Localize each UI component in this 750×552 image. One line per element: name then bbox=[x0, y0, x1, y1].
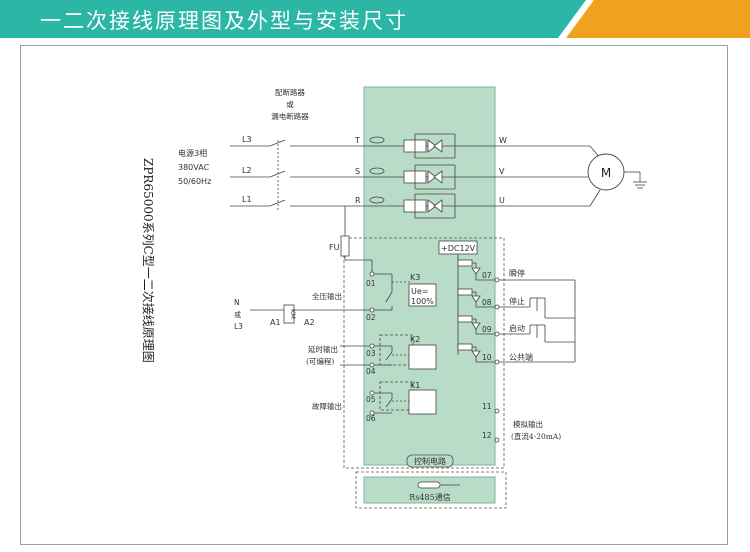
terminal-08-label: 08 bbox=[482, 298, 492, 307]
neutral-l3-label: L3 bbox=[234, 322, 243, 331]
terminal-s-label: S bbox=[355, 167, 360, 176]
external-output-wiring bbox=[250, 309, 370, 366]
full-voltage-output-label: 全压输出 bbox=[312, 291, 342, 301]
control-circuit-box bbox=[343, 237, 505, 469]
leakage-breaker-label: 漏电断路器 bbox=[271, 111, 309, 121]
terminal-07-label: 07 bbox=[482, 271, 492, 280]
fault-output-label: 故障输出 bbox=[312, 401, 342, 411]
terminal-02-label: 02 bbox=[366, 313, 376, 322]
terminal-r-label: R bbox=[355, 196, 361, 205]
control-circuit-label: 控制电路 bbox=[414, 456, 446, 466]
terminal-09-label: 09 bbox=[482, 325, 492, 334]
relay-k1-label: K1 bbox=[410, 381, 420, 390]
start-label: 启动 bbox=[509, 323, 525, 333]
page-title: 一二次接线原理图及外型与安装尺寸 bbox=[40, 9, 408, 33]
delay-output-label: 延时输出 bbox=[308, 344, 338, 354]
coil-a1-label: A1 bbox=[270, 318, 281, 327]
input-diodes bbox=[471, 267, 481, 358]
motor-wiring bbox=[495, 145, 647, 207]
terminal-06-label: 06 bbox=[366, 414, 376, 423]
dc12v-label: +DC12V bbox=[441, 244, 476, 253]
title-banner: 一二次接线原理图及外型与安装尺寸 bbox=[0, 0, 750, 38]
terminal-04-label: 04 bbox=[366, 367, 376, 376]
rated-voltage-label: Ue= bbox=[411, 287, 428, 296]
common-terminal-label: 公共端 bbox=[509, 352, 533, 362]
terminal-11-label: 11 bbox=[482, 402, 492, 411]
analog-output-range-label: (直流4-20mA) bbox=[511, 431, 561, 441]
delay-output-programmable-label: (可编程) bbox=[306, 356, 334, 366]
relay-k1-box bbox=[408, 389, 437, 415]
fuse-label: FU bbox=[329, 243, 340, 252]
supply-phase-label: 电源3相 bbox=[178, 148, 207, 158]
neutral-or-label: 或 bbox=[234, 310, 241, 319]
neutral-label: N bbox=[234, 298, 240, 307]
communication-panel bbox=[363, 476, 496, 504]
line-l2-label: L2 bbox=[242, 166, 252, 175]
external-switch-wiring bbox=[499, 279, 576, 363]
rs485-connector bbox=[417, 481, 441, 489]
line-l1-label: L1 bbox=[242, 195, 252, 204]
banner-background bbox=[0, 0, 750, 38]
contactor-coil bbox=[283, 304, 295, 324]
rated-voltage-value: 100% bbox=[411, 297, 434, 306]
terminal-12-label: 12 bbox=[482, 431, 492, 440]
input-circuit bbox=[457, 254, 495, 363]
terminal-w-label: W bbox=[499, 136, 507, 145]
relay-k3-label: K3 bbox=[410, 273, 420, 282]
supply-frequency-label: 50/60Hz bbox=[178, 177, 211, 186]
terminal-v-label: V bbox=[499, 167, 505, 176]
breaker-label-or: 或 bbox=[286, 99, 294, 109]
control-circuit-tag bbox=[406, 454, 454, 468]
stop-label: 停止 bbox=[509, 296, 525, 306]
relay-k3-box bbox=[408, 283, 437, 307]
diagram-frame bbox=[20, 45, 728, 545]
terminal-u-label: U bbox=[499, 196, 505, 205]
phase-lines bbox=[230, 139, 364, 212]
fuse-wiring bbox=[340, 206, 373, 272]
input-terminals bbox=[494, 277, 500, 443]
breaker-label: 配断路器 bbox=[275, 87, 305, 97]
relay-k2-box bbox=[408, 344, 437, 370]
terminal-01-label: 01 bbox=[366, 279, 376, 288]
supply-voltage-label: 380VAC bbox=[178, 163, 210, 172]
vertical-title: ZPR65000系列C型一二次接线原理图 bbox=[141, 158, 156, 363]
terminal-10-label: 10 bbox=[482, 353, 492, 362]
instant-stop-label: 瞬停 bbox=[509, 268, 525, 278]
thyristor-symbols bbox=[427, 139, 443, 213]
terminal-t-label: T bbox=[354, 136, 360, 145]
relay-k2-label: K2 bbox=[410, 335, 420, 344]
contactor-coil-label: KM bbox=[289, 309, 297, 319]
terminal-03-label: 03 bbox=[366, 349, 376, 358]
line-l3-label: L3 bbox=[242, 135, 252, 144]
rs485-label: Rs485通信 bbox=[409, 492, 450, 502]
terminal-05-label: 05 bbox=[366, 395, 376, 404]
motor-symbol bbox=[587, 153, 625, 191]
rs485-box bbox=[355, 471, 507, 509]
coil-a2-label: A2 bbox=[304, 318, 315, 327]
analog-output-label: 模拟输出 bbox=[513, 419, 543, 429]
motor-label: M bbox=[601, 166, 611, 180]
